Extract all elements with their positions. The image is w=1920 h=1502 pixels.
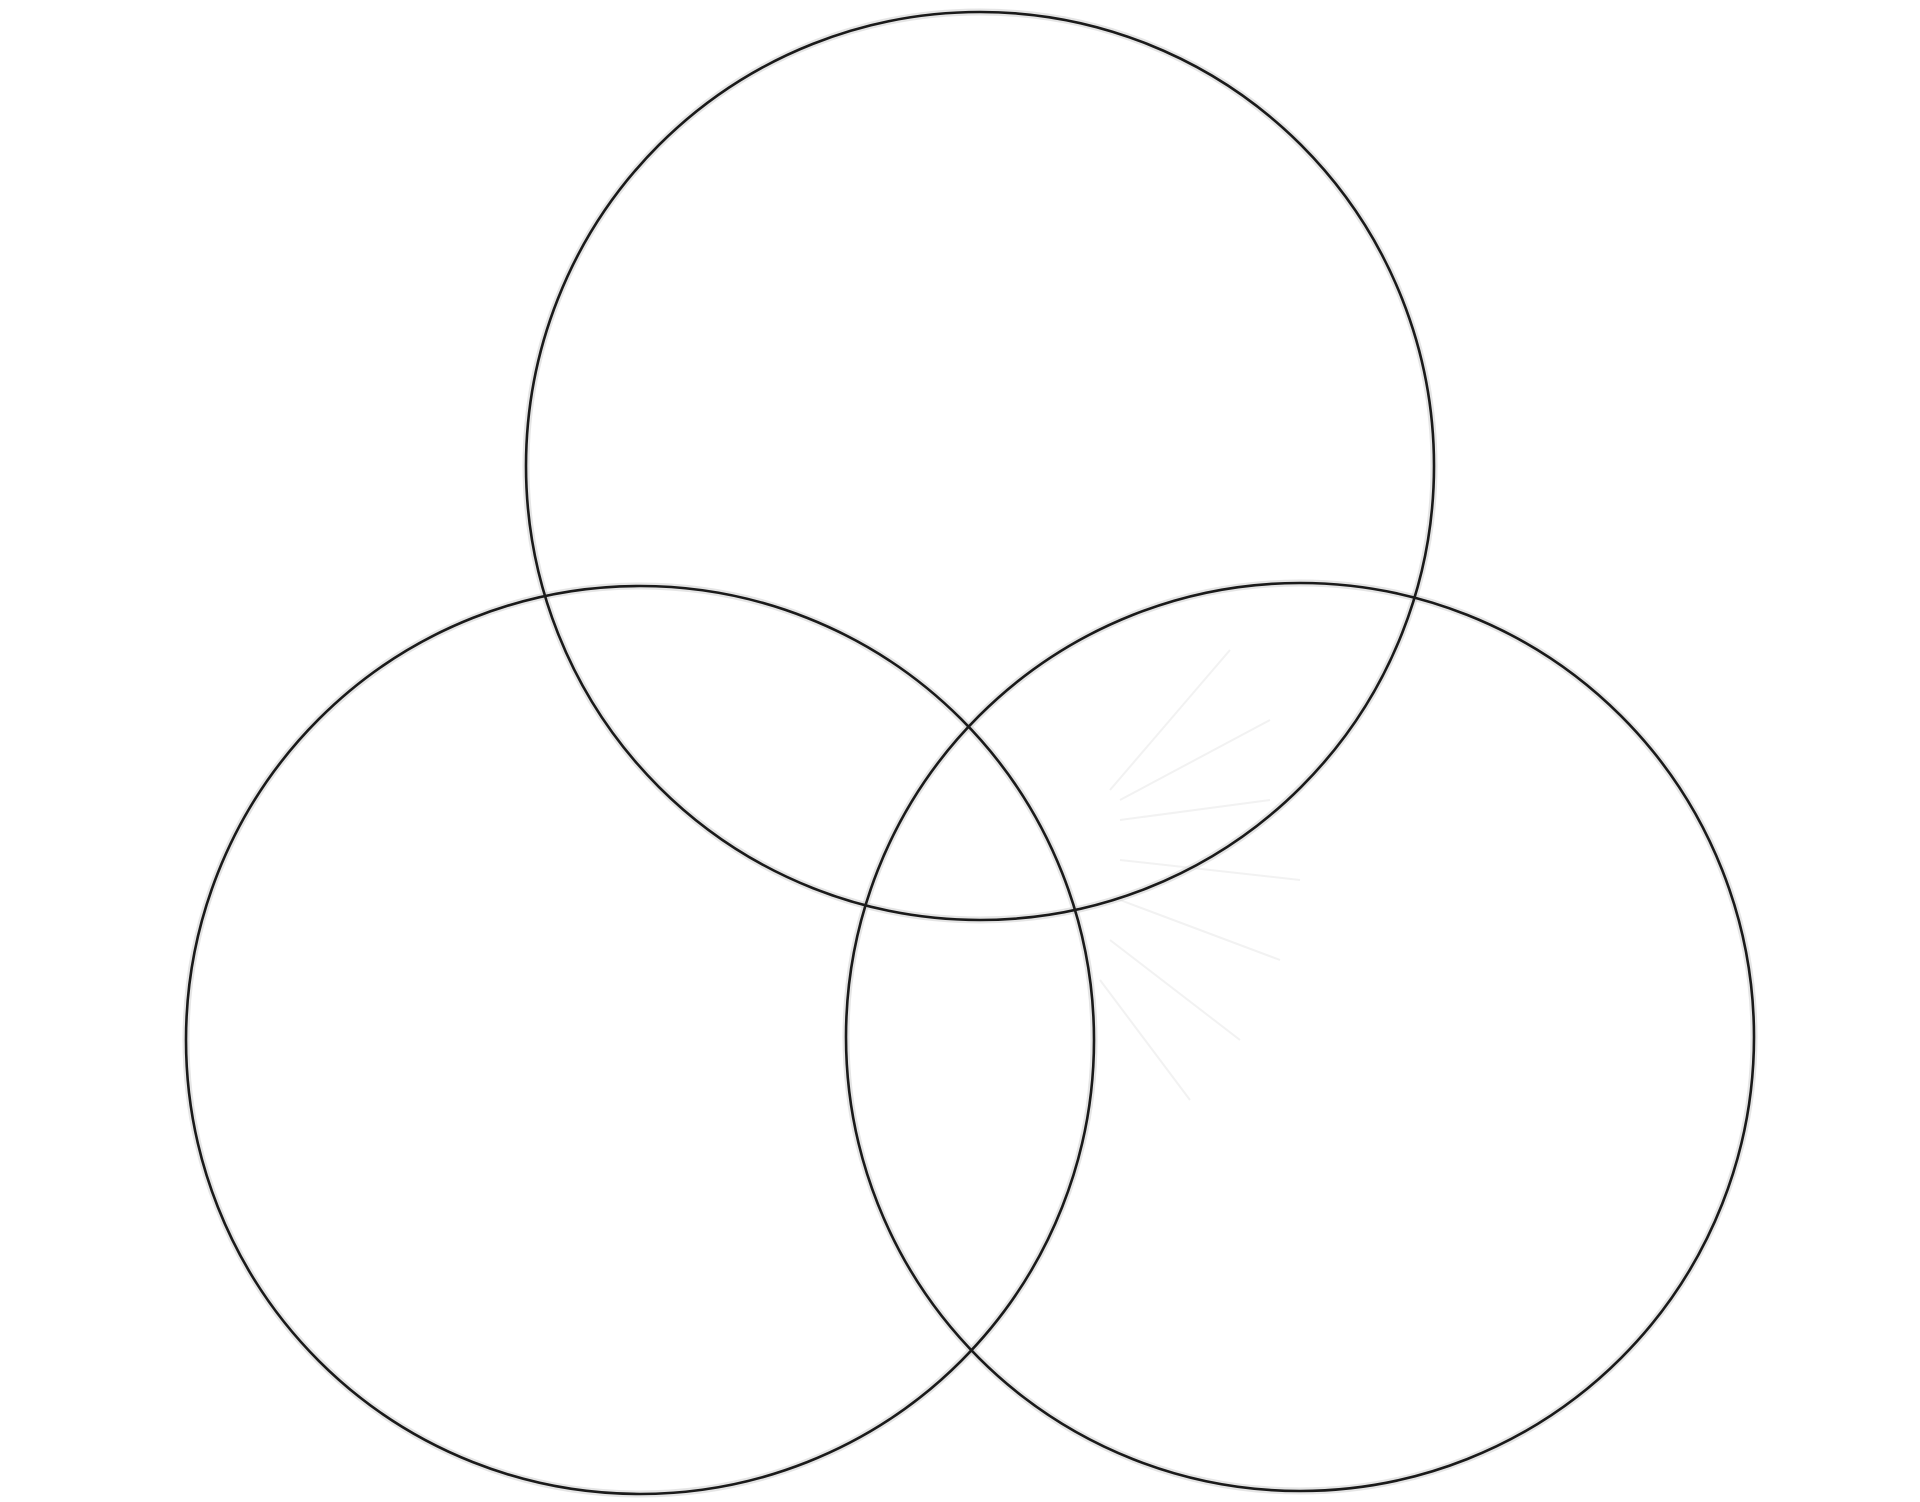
faint-ray [1099,979,1191,1101]
circle-outlines [184,10,1756,1496]
faint-ray [1119,859,1301,881]
faint-ray [1119,899,1281,961]
circle-bottom-right [844,581,1756,1493]
halo-bottom-right [842,579,1758,1495]
faint-ray [1119,799,1271,821]
halo-top [522,8,1438,924]
faint-ray [1109,649,1231,791]
circle-halos [182,8,1758,1498]
faint-ray [1109,939,1241,1041]
circle-top [524,10,1436,922]
circle-bottom-left [184,584,1096,1496]
halo-bottom-left [182,582,1098,1498]
faint-rays [1099,649,1301,1101]
faint-ray [1119,719,1271,801]
